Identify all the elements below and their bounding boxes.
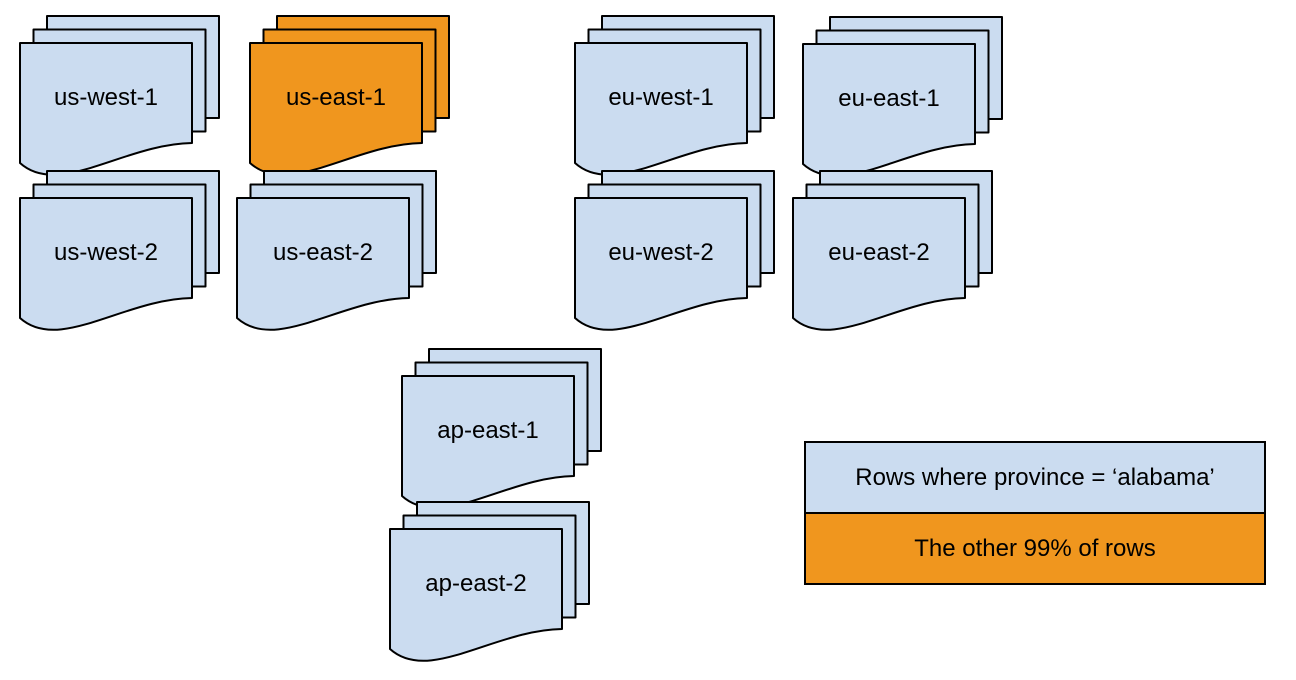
document-stack-icon [249, 15, 450, 176]
document-stack-icon [792, 170, 993, 331]
document-stack-icon [401, 348, 602, 509]
region-stack-eu-east-1: eu-east-1 [802, 16, 1006, 178]
document-stack-icon [574, 15, 775, 176]
region-stack-ap-east-2: ap-east-2 [389, 501, 593, 663]
document-stack-icon [236, 170, 437, 331]
document-stack-icon [389, 501, 590, 662]
region-stack-us-west-1: us-west-1 [19, 15, 223, 177]
legend-item-label: Rows where province = ‘alabama’ [855, 463, 1215, 491]
legend-item-alabama-rows: Rows where province = ‘alabama’ [806, 443, 1264, 512]
legend-item-label: The other 99% of rows [914, 534, 1156, 562]
region-stack-eu-east-2: eu-east-2 [792, 170, 996, 332]
region-stack-ap-east-1: ap-east-1 [401, 348, 605, 510]
region-stack-eu-west-2: eu-west-2 [574, 170, 778, 332]
document-stack-icon [19, 15, 220, 176]
region-stack-us-east-2: us-east-2 [236, 170, 440, 332]
document-stack-icon [802, 16, 1003, 177]
document-stack-icon [574, 170, 775, 331]
region-stack-us-west-2: us-west-2 [19, 170, 223, 332]
legend: Rows where province = ‘alabama’ The othe… [804, 441, 1266, 585]
legend-item-other-rows: The other 99% of rows [806, 512, 1264, 583]
region-stack-us-east-1: us-east-1 [249, 15, 453, 177]
document-stack-icon [19, 170, 220, 331]
region-stack-eu-west-1: eu-west-1 [574, 15, 778, 177]
